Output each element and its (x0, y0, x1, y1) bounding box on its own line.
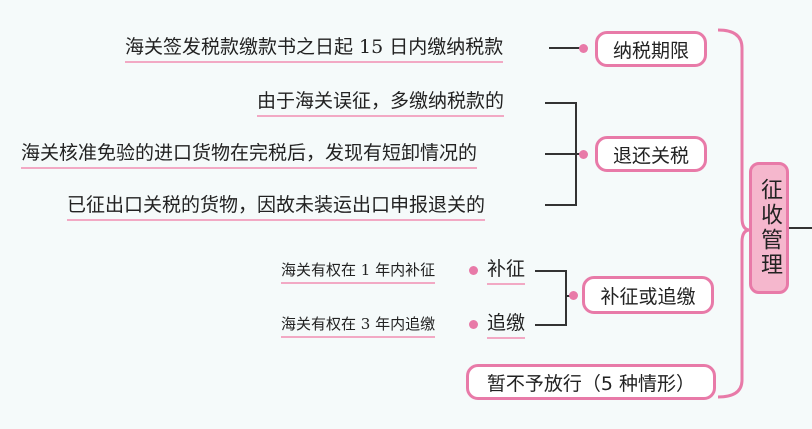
deadline-label: 纳税期限 (612, 39, 689, 62)
recovery-label: 补征或追缴 (600, 285, 696, 308)
root-node: 征收管理 (749, 162, 789, 294)
recovery-item-2: 追缴 (487, 314, 526, 339)
refund-node: 退还关税 (595, 136, 707, 172)
refund-label: 退还关税 (612, 144, 689, 167)
refund-bracket (545, 102, 580, 206)
root-label: 征收管理 (757, 178, 782, 278)
refund-item-3: 已征出口关税的货物，因故未装运出口申报退关的 (67, 196, 486, 221)
root-bracket (717, 28, 751, 399)
recovery-item-1: 补征 (487, 260, 526, 285)
recovery-bracket (535, 270, 570, 326)
deadline-item: 海关签发税款缴款书之日起 15 日内缴纳税款 (125, 38, 504, 63)
suspend-label: 暂不予放行（5 种情形） (486, 372, 696, 395)
recovery-sub-dot-2 (469, 320, 478, 329)
refund-dot (579, 150, 588, 159)
recovery-node: 补征或追缴 (582, 276, 714, 314)
refund-item-1: 由于海关误征，多缴纳税款的 (257, 92, 505, 117)
deadline-dot (579, 44, 588, 53)
recovery-sub-dot-1 (469, 266, 478, 275)
refund-item-2: 海关核准免验的进口货物在完税后，发现有短卸情况的 (21, 144, 478, 169)
recovery-note-1: 海关有权在 1 年内补征 (281, 263, 436, 284)
deadline-node: 纳税期限 (595, 31, 707, 67)
recovery-dot (569, 291, 578, 300)
recovery-note-2: 海关有权在 3 年内追缴 (281, 317, 436, 338)
suspend-node: 暂不予放行（5 种情形） (466, 364, 716, 400)
